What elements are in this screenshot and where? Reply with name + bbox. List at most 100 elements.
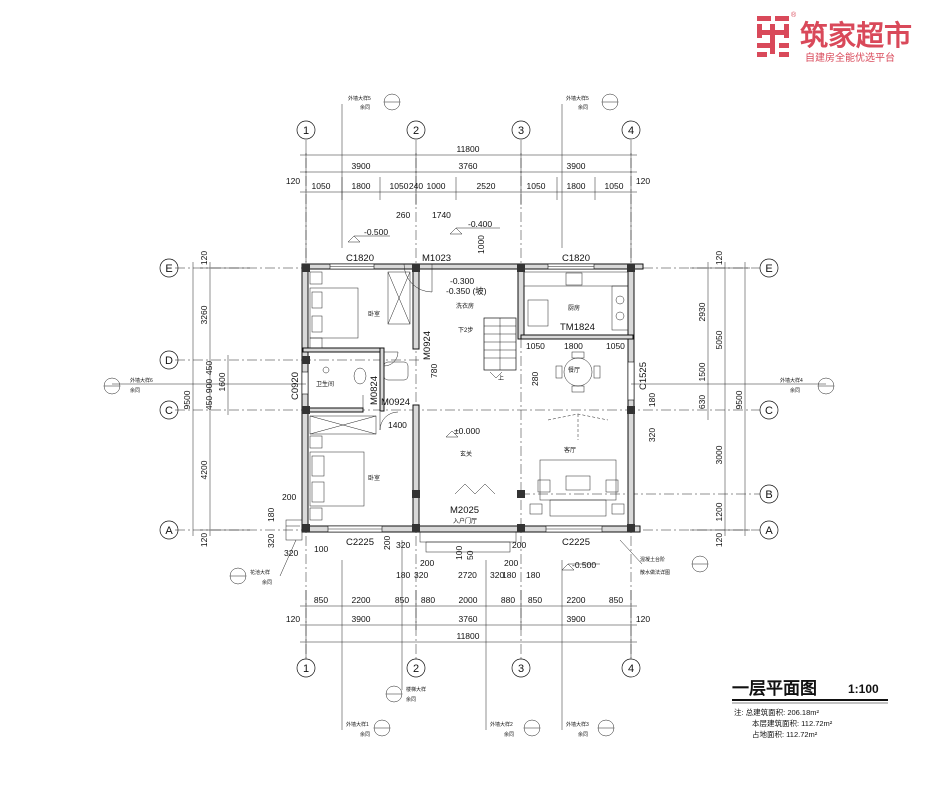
dim-misc: 1050 <box>526 341 545 351</box>
dim-misc: 1050 <box>606 341 625 351</box>
grid-bubbles-top: 1 2 3 4 <box>296 120 641 140</box>
callout-label: 外墙大样5 <box>566 95 589 102</box>
stove-icon <box>615 311 625 321</box>
opening-code: M1023 <box>422 253 451 264</box>
dim-bottom-bay: 3900 <box>352 614 371 624</box>
room-label: 玄关 <box>460 450 472 458</box>
room-label: 卧室 <box>368 310 380 318</box>
room-label: 餐厅 <box>568 366 580 374</box>
dim-left: 3260 <box>199 305 209 324</box>
logo-name: 筑家超市 <box>800 19 912 51</box>
callout-label: 外墙大样4 <box>780 377 803 384</box>
dim-right: 5050 <box>714 330 724 349</box>
room-label: 入户门厅 <box>453 517 477 525</box>
staircase <box>483 317 517 379</box>
opening-code: C2225 <box>562 537 590 548</box>
stove-icon <box>615 295 625 305</box>
toilet-icon <box>353 367 367 385</box>
windows <box>301 263 635 533</box>
grid-label: A <box>765 525 773 537</box>
dim-misc: 100 <box>454 546 464 560</box>
dim-misc: 780 <box>429 364 439 378</box>
grid-label: B <box>765 489 772 501</box>
dim-bottom-detail: 880 <box>421 595 435 605</box>
column <box>517 264 525 272</box>
callout-same: 余同 <box>790 387 800 394</box>
dim-misc: 260 <box>396 210 410 220</box>
wall-interior <box>302 347 384 353</box>
dim-misc: 200 <box>382 536 392 550</box>
dim-right: 1500 <box>697 362 707 381</box>
dim-top-detail: 1050 <box>605 181 624 191</box>
area-note: 占地面积: 112.72m² <box>752 729 818 739</box>
dim-bottom-bay: 120 <box>636 614 650 624</box>
dim-bottom-detail: 880 <box>501 595 515 605</box>
callouts: 外墙大样5 余同 外墙大样5 余同 外墙大样6 余同 外墙大样4 余同 外墙大样… <box>103 93 835 738</box>
dim-right: 120 <box>714 251 724 265</box>
doors <box>362 263 496 495</box>
column <box>517 490 525 498</box>
grid-label: C <box>765 405 773 417</box>
grid-label: 4 <box>628 663 634 675</box>
dim-misc: 320 <box>490 570 504 580</box>
opening-code: TM1824 <box>560 322 595 333</box>
dim-misc: 200 <box>504 558 518 568</box>
dim-misc: 200 <box>420 558 434 568</box>
dim-top-detail: 1800 <box>567 181 586 191</box>
grid-bubbles-right: E C B A <box>759 258 779 540</box>
logo-slogan: 自建房全能优选平台 <box>805 51 895 64</box>
dim-left: 9500 <box>182 390 192 409</box>
dim-bottom-detail: 2000 <box>459 595 478 605</box>
dim-left: 450 <box>204 396 214 410</box>
misc-dimensions: 260 1740 1000 780 200 1400 180 320 100 3… <box>266 210 625 580</box>
opening-code: C1525 <box>638 362 649 390</box>
room-label: 下2步 <box>458 326 473 334</box>
dim-misc: 200 <box>512 540 526 550</box>
dim-misc: 50 <box>465 550 475 560</box>
dim-right: 2930 <box>697 302 707 321</box>
opening-code: C2225 <box>346 537 374 548</box>
dim-left: 4200 <box>199 460 209 479</box>
sink-icon <box>565 272 583 286</box>
level-mark: -0.500 <box>364 227 388 237</box>
dim-misc: 1800 <box>564 341 583 351</box>
top-dimensions: 11800 3900 3760 3900 120 1050 1800 1050 … <box>286 144 650 262</box>
brand-logo: ® 筑家超市 自建房全能优选平台 <box>757 11 912 64</box>
dim-bottom-detail: 850 <box>609 595 623 605</box>
dim-top-detail: 1050 <box>312 181 331 191</box>
dim-left: 120 <box>199 251 209 265</box>
column <box>412 264 420 272</box>
grid-label: 3 <box>518 663 524 675</box>
room-labels: 卧室 卫生间 卧室 洗衣房 厨房 餐厅 玄关 客厅 入户门厅 下2步 上 <box>316 302 580 525</box>
opening-code: C1820 <box>562 253 590 264</box>
title-block: 一层平面图 1:100 注: 总建筑面积: 206.18m² 本层建筑面积: 1… <box>732 679 888 739</box>
dim-right: 180 <box>647 393 657 407</box>
wall-interior <box>379 347 385 412</box>
room-label: 上 <box>498 374 504 382</box>
level-mark: ±0.000 <box>454 426 480 436</box>
sofa-icon <box>549 499 607 517</box>
grid-label: 3 <box>518 125 524 137</box>
wall-interior <box>517 263 525 340</box>
wall-interior <box>302 407 364 413</box>
room-label: 客厅 <box>564 446 576 454</box>
dim-misc: 320 <box>414 570 428 580</box>
dim-bottom-detail: 2200 <box>567 595 586 605</box>
dim-right: 1200 <box>714 502 724 521</box>
callout-label: 楼梯大样 <box>406 686 426 693</box>
dim-misc: 180 <box>396 570 410 580</box>
grid-label: E <box>165 263 172 275</box>
callout-same: 余同 <box>406 696 416 703</box>
shower-icon <box>322 366 330 374</box>
dim-misc: 100 <box>314 544 328 554</box>
area-note: 注: 总建筑面积: 206.18m² <box>734 707 820 717</box>
column <box>412 490 420 498</box>
callout-same: 余同 <box>578 104 588 111</box>
grid-label: 2 <box>413 125 419 137</box>
dim-left: 120 <box>199 533 209 547</box>
dim-top-detail: 1050 <box>390 181 409 191</box>
dim-right: 630 <box>697 395 707 409</box>
dim-top-detail: 120 <box>636 176 650 186</box>
dim-bottom-detail: 2200 <box>352 595 371 605</box>
